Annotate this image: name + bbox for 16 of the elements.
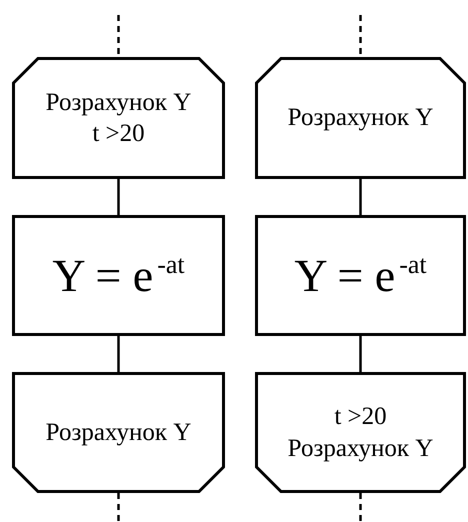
formula-text: Y = e$^{-at}$: [52, 248, 185, 303]
dashed-connector: [359, 15, 362, 57]
connector-line: [359, 179, 362, 215]
node-text: Розрахунок Y: [46, 88, 192, 118]
node-text: Розрахунок Y: [288, 103, 434, 134]
dashed-connector: [359, 493, 362, 522]
dashed-connector: [117, 493, 120, 522]
node-text: t >20: [334, 402, 387, 432]
node-text: Розрахунок Y: [46, 418, 192, 448]
connector-line: [117, 179, 120, 215]
node-text: Розрахунок Y: [288, 434, 434, 464]
formula-text: Y = e$^{-at}$: [294, 248, 427, 303]
connector-line: [117, 336, 120, 372]
connector-line: [359, 336, 362, 372]
node-text: t >20: [92, 119, 145, 149]
dashed-connector: [117, 15, 120, 57]
